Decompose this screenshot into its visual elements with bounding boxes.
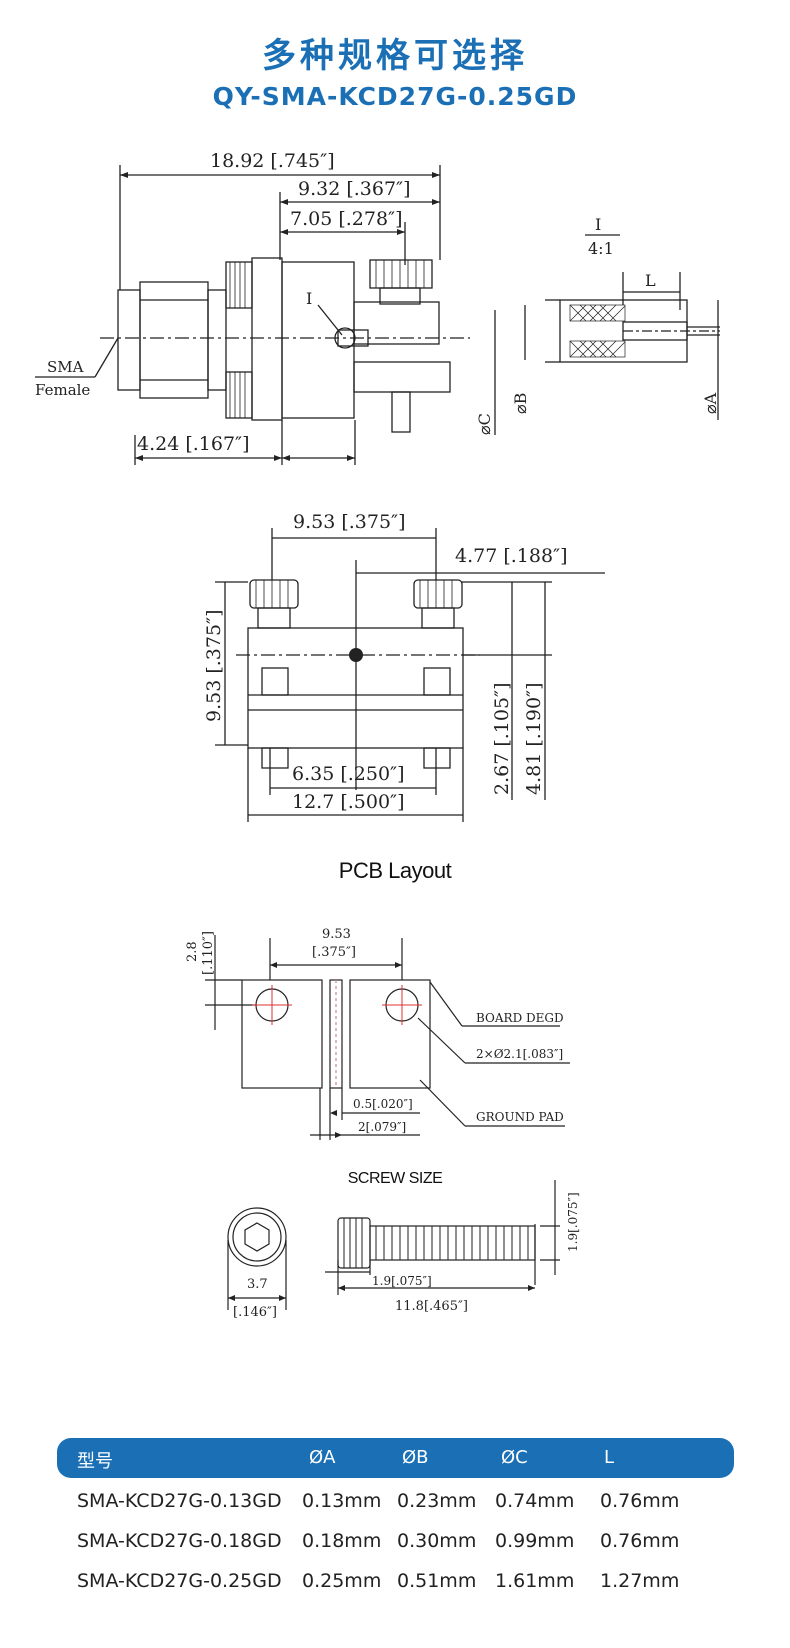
dim-screw-pitch: 9.53 [.375″]: [293, 511, 406, 533]
pcb-label-holes: 2×Ø2.1[.083″]: [476, 1047, 563, 1061]
table-row: SMA-KCD27G-0.25GD 0.25mm 0.51mm 1.61mm 1…: [77, 1570, 680, 1592]
pcb-layout-drawing: 9.53 [.375″] 2.8 [.110″] BOARD DEGD 2×Ø2…: [185, 927, 570, 1140]
dim-height: 9.53 [.375″]: [203, 609, 225, 722]
dim-half-pitch: 4.77 [.188″]: [455, 545, 568, 567]
dim-sma-length: 4.24 [.167″]: [137, 433, 250, 455]
col-model: 型号: [77, 1451, 113, 1472]
model-number: QY-SMA-KCD27G-0.25GD: [212, 82, 578, 111]
col-c: ØC: [501, 1447, 528, 1468]
pcb-dim-pitch-in: [.375″]: [312, 945, 356, 960]
table-row: SMA-KCD27G-0.13GD 0.13mm 0.23mm 0.74mm 0…: [77, 1490, 680, 1512]
pcb-dim-gap: 2[.079″]: [358, 1120, 406, 1134]
screw-head-dia-mm: 3.7: [247, 1277, 268, 1292]
detail-mark: I: [306, 289, 312, 308]
side-view-drawing: 18.92 [.745″] 9.32 [.367″] 7.05 [.278″] …: [35, 150, 470, 465]
pcb-dim-side-in: [.110″]: [201, 931, 216, 975]
screw-head-length: 1.9[.075″]: [372, 1274, 432, 1288]
screw-thread-dia: 1.9[.075″]: [566, 1192, 580, 1252]
label-female: Female: [35, 381, 90, 399]
detail-label-c: ⌀C: [475, 413, 494, 435]
screw-total-length: 11.8[.465″]: [395, 1299, 468, 1314]
pcb-label-ground: GROUND PAD: [476, 1110, 564, 1124]
pcb-dim-trace: 0.5[.020″]: [353, 1097, 413, 1111]
dim-pin-length: 7.05 [.278″]: [290, 208, 403, 230]
pcb-dim-side-mm: 2.8: [185, 941, 200, 962]
col-a: ØA: [309, 1447, 336, 1468]
detail-view-drawing: I 4:1 L ⌀A ⌀B ⌀C: [475, 215, 720, 435]
detail-name: I: [595, 215, 601, 234]
front-view-drawing: 9.53 [.375″] 4.77 [.188″] 9.53 [.375″] 6…: [203, 511, 605, 822]
label-sma: SMA: [47, 358, 84, 376]
dim-body-length: 9.32 [.367″]: [298, 178, 411, 200]
detail-scale: 4:1: [588, 239, 614, 258]
dim-overall-length: 18.92 [.745″]: [210, 150, 335, 172]
screw-head-dia-in: [.146″]: [233, 1305, 277, 1320]
col-l: L: [604, 1447, 615, 1468]
pcb-dim-pitch-mm: 9.53: [322, 927, 351, 942]
col-b: ØB: [402, 1447, 429, 1468]
detail-label-l: L: [645, 271, 656, 290]
detail-label-b: ⌀B: [511, 393, 530, 414]
page-title-cn: 多种规格可选择: [262, 36, 528, 76]
table-row: SMA-KCD27G-0.18GD 0.18mm 0.30mm 0.99mm 0…: [77, 1530, 680, 1552]
pcb-layout-title: PCB Layout: [338, 858, 452, 883]
screw-size-title: SCREW SIZE: [347, 1170, 443, 1187]
detail-label-a: ⌀A: [701, 392, 720, 414]
pcb-label-board: BOARD DEGD: [476, 1011, 564, 1025]
dim-center-height: 2.67 [.105″]: [491, 682, 513, 795]
dim-total-height: 4.81 [.190″]: [523, 682, 545, 795]
spec-table-header: 型号 ØA ØB ØC L: [57, 1438, 734, 1478]
dim-outer-width: 12.7 [.500″]: [292, 791, 405, 813]
screw-drawing: 3.7 [.146″] 1.9[.075″] 11.8[.465″] 1.9[.…: [227, 1180, 580, 1320]
dim-inner-width: 6.35 [.250″]: [292, 763, 405, 785]
